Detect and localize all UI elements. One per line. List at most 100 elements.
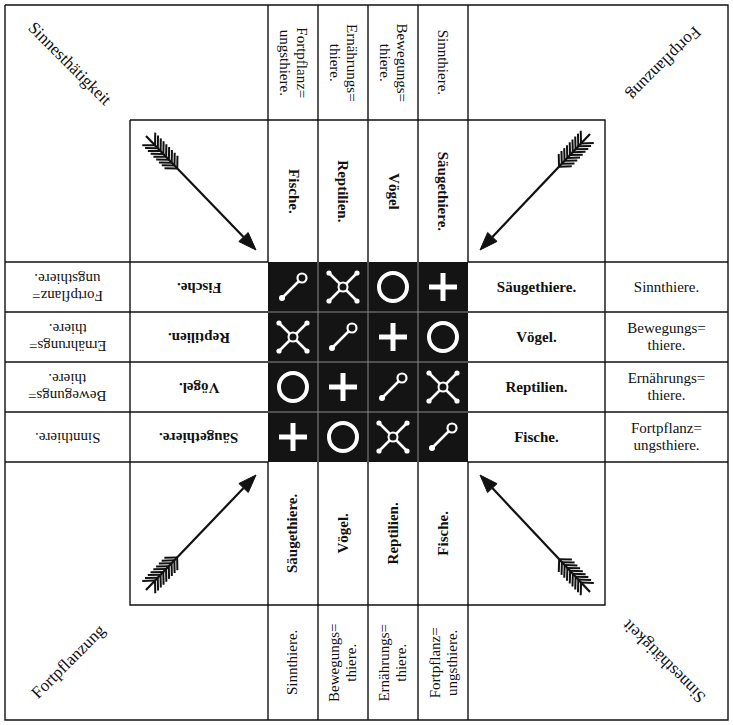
class-label: Säugethiere. [285, 494, 302, 573]
table-rule [468, 411, 728, 412]
label-cell: Sinnthiere. [285, 630, 302, 695]
category-label: Bewegungs= thiere. [376, 23, 410, 101]
class-label: Vögel. [516, 329, 556, 346]
class-label: Fische. [177, 279, 222, 296]
plus-symbol [329, 373, 357, 401]
class-label: Fische. [435, 511, 452, 556]
table-rule [367, 5, 368, 262]
cross-symbol [426, 370, 459, 403]
class-label: Vögel. [335, 513, 352, 553]
link-symbol [379, 374, 407, 402]
label-cell: Fische. [177, 279, 222, 296]
table-rule [417, 462, 418, 720]
class-label: Vögel. [179, 379, 219, 396]
category-label: Sinnesthätigkeit [25, 19, 116, 110]
category-label: Fortpflanzung [623, 23, 705, 105]
link-symbol [279, 274, 307, 302]
class-label: Säugethiere. [435, 151, 452, 230]
label-cell: Fortpflanzung [623, 23, 705, 105]
cross-symbol [276, 320, 309, 353]
ring-symbol [379, 273, 407, 301]
category-label: Ernährungs= thiere. [29, 320, 107, 354]
category-label: Fortpflanz= ungsthiere. [32, 270, 103, 304]
category-label: Sinnthiere. [435, 30, 452, 95]
label-cell: Fortpflanzung [27, 621, 109, 703]
category-label: Ernährungs= thiere. [376, 624, 410, 702]
label-cell: Vögel. [179, 379, 219, 396]
label-cell: Säugethiere. [435, 151, 452, 230]
table-rule [267, 5, 268, 262]
label-cell: Sinnthiere. [435, 30, 452, 95]
table-rule [5, 261, 268, 262]
category-label: Sinnthiere. [35, 429, 100, 446]
label-cell: Fische. [285, 169, 302, 214]
grid-ground [268, 262, 468, 462]
label-cell: Ernährungs= thiere. [628, 370, 706, 404]
plus-symbol [379, 323, 407, 351]
table-rule [367, 462, 368, 720]
label-cell: Säugethiere. [497, 279, 576, 296]
class-label: Säugethiere. [497, 279, 576, 296]
label-cell: Reptilien. [385, 502, 402, 564]
table-rule [5, 411, 268, 412]
grid-line [418, 262, 419, 462]
ring-symbol [429, 323, 457, 351]
category-label: Sinnesthätigkeit [619, 617, 710, 708]
feathered-arrow [142, 133, 256, 250]
table-rule [468, 311, 728, 312]
category-label: Bewegungs= thiere. [627, 320, 705, 354]
class-label: Reptilien. [505, 379, 567, 396]
label-cell: Bewegungs= thiere. [28, 370, 106, 404]
cross-symbol [326, 270, 359, 303]
label-cell: Fische. [435, 511, 452, 556]
class-label: Fische. [285, 169, 302, 214]
symbol-grid [268, 262, 468, 462]
cross-symbol [376, 420, 409, 453]
table-rule [317, 462, 318, 720]
label-cell: Fische. [514, 429, 559, 446]
table-rule [467, 462, 468, 720]
label-cell: Ernährungs= thiere. [376, 624, 410, 702]
category-label: Sinnthiere. [634, 279, 699, 296]
feathered-arrow [480, 475, 594, 595]
label-cell: Fortpflanz= ungsthiere. [426, 627, 460, 698]
table-rule [317, 5, 318, 262]
class-label: Reptilien. [168, 329, 230, 346]
label-cell: Säugethiere. [159, 429, 238, 446]
category-label: Fortpflanzung [27, 621, 109, 703]
label-cell: Fortpflanz= ungsthiere. [276, 27, 310, 98]
category-label: Bewegungs= thiere. [326, 623, 360, 701]
grid-line [268, 412, 468, 413]
class-label: Säugethiere. [159, 429, 238, 446]
class-label: Reptilien. [335, 160, 352, 222]
table-rule [5, 361, 268, 362]
table-rule [5, 311, 268, 312]
class-label: Vögel [385, 173, 402, 210]
ring-symbol [279, 373, 307, 401]
ring-symbol [329, 423, 357, 451]
label-cell: Säugethiere. [285, 494, 302, 573]
link-symbol [429, 424, 457, 452]
category-label: Bewegungs= thiere. [28, 370, 106, 404]
category-label: Ernährungs= thiere. [326, 24, 360, 102]
category-label: Ernährungs= thiere. [628, 370, 706, 404]
table-rule [5, 5, 728, 720]
label-cell: Sinnesthätigkeit [619, 617, 710, 708]
label-cell: Sinnthiere. [634, 279, 699, 296]
table-rule [417, 5, 418, 262]
label-cell: Sinnthiere. [35, 429, 100, 446]
label-cell: Vögel. [335, 513, 352, 553]
table-rule [267, 462, 268, 720]
label-cell: Bewegungs= thiere. [376, 23, 410, 101]
table-rule [467, 5, 468, 262]
label-cell: Ernährungs= thiere. [326, 24, 360, 102]
table-rule [468, 261, 728, 262]
plus-symbol [279, 423, 307, 451]
feathered-arrow [480, 131, 594, 250]
label-cell: Bewegungs= thiere. [326, 623, 360, 701]
label-cell: Fortpflanz= ungsthiere. [631, 420, 702, 454]
table-rule [468, 361, 728, 362]
category-label: Sinnthiere. [285, 630, 302, 695]
